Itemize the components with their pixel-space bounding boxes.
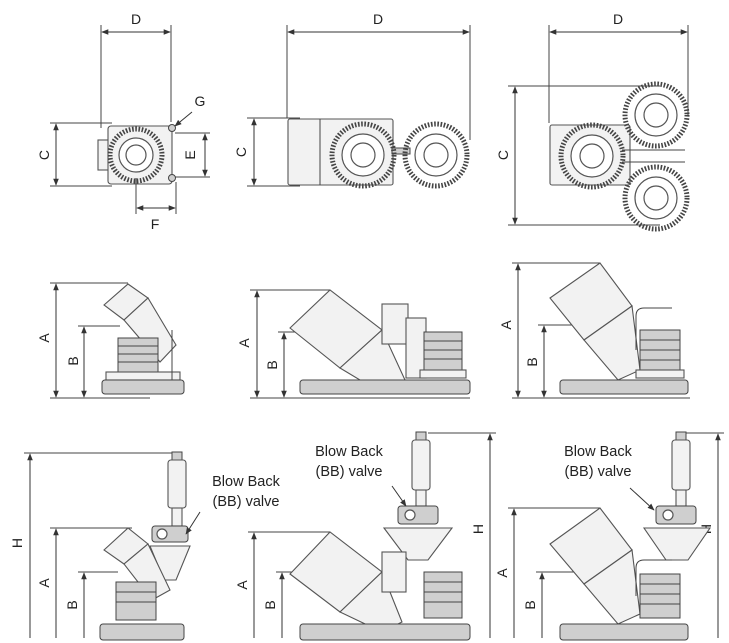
dimension-label-h: H bbox=[9, 538, 25, 548]
dimension-label-h: H bbox=[470, 524, 486, 534]
dimension-label-e: E bbox=[182, 150, 198, 159]
dimension-label-a: A bbox=[36, 333, 52, 343]
dimension-label-a: A bbox=[498, 320, 514, 330]
dimension-label-b: B bbox=[524, 357, 540, 366]
dimension-label-a: A bbox=[36, 578, 52, 588]
top-view-single-head: D C G E F bbox=[36, 11, 210, 232]
bb-valve-label-line2: (BB) valve bbox=[213, 494, 280, 510]
dimension-label-c: C bbox=[495, 150, 511, 160]
side-view-double-head: A B bbox=[236, 289, 471, 399]
dimension-label-d: D bbox=[131, 11, 141, 27]
side-view-single-head-bb: H A B Blow Back (BB) valve bbox=[9, 451, 281, 641]
dimension-label-b: B bbox=[262, 600, 278, 609]
bb-valve-label-line2: (BB) valve bbox=[565, 464, 632, 480]
dimension-label-b: B bbox=[522, 600, 538, 609]
bb-valve-label-line2: (BB) valve bbox=[316, 464, 383, 480]
top-view-triple-head: D C bbox=[495, 11, 690, 232]
dimension-label-b: B bbox=[64, 600, 80, 609]
dimension-label-b: B bbox=[65, 356, 81, 365]
dimension-label-d: D bbox=[373, 11, 383, 27]
side-view-triple-head: A B bbox=[498, 262, 690, 399]
dimension-label-b: B bbox=[264, 360, 280, 369]
side-view-single-head: A B bbox=[36, 282, 185, 399]
dimension-label-f: F bbox=[151, 216, 160, 232]
side-view-triple-head-bb: A B H Blow Back (BB) valve bbox=[494, 431, 724, 641]
dimension-label-a: A bbox=[234, 580, 250, 590]
dimension-label-d: D bbox=[613, 11, 623, 27]
dimension-label-c: C bbox=[233, 147, 249, 157]
dimension-label-g: G bbox=[195, 93, 206, 109]
top-view-double-head: D C bbox=[233, 11, 471, 189]
bb-valve-label-line1: Blow Back bbox=[315, 444, 383, 460]
bb-valve-label-line1: Blow Back bbox=[212, 474, 280, 490]
dimension-label-c: C bbox=[36, 150, 52, 160]
dimension-label-a: A bbox=[494, 568, 510, 578]
dimension-label-a: A bbox=[236, 338, 252, 348]
side-view-double-head-bb: A B H Blow Back (BB) valve bbox=[234, 431, 496, 641]
bb-valve-label-line1: Blow Back bbox=[564, 444, 632, 460]
